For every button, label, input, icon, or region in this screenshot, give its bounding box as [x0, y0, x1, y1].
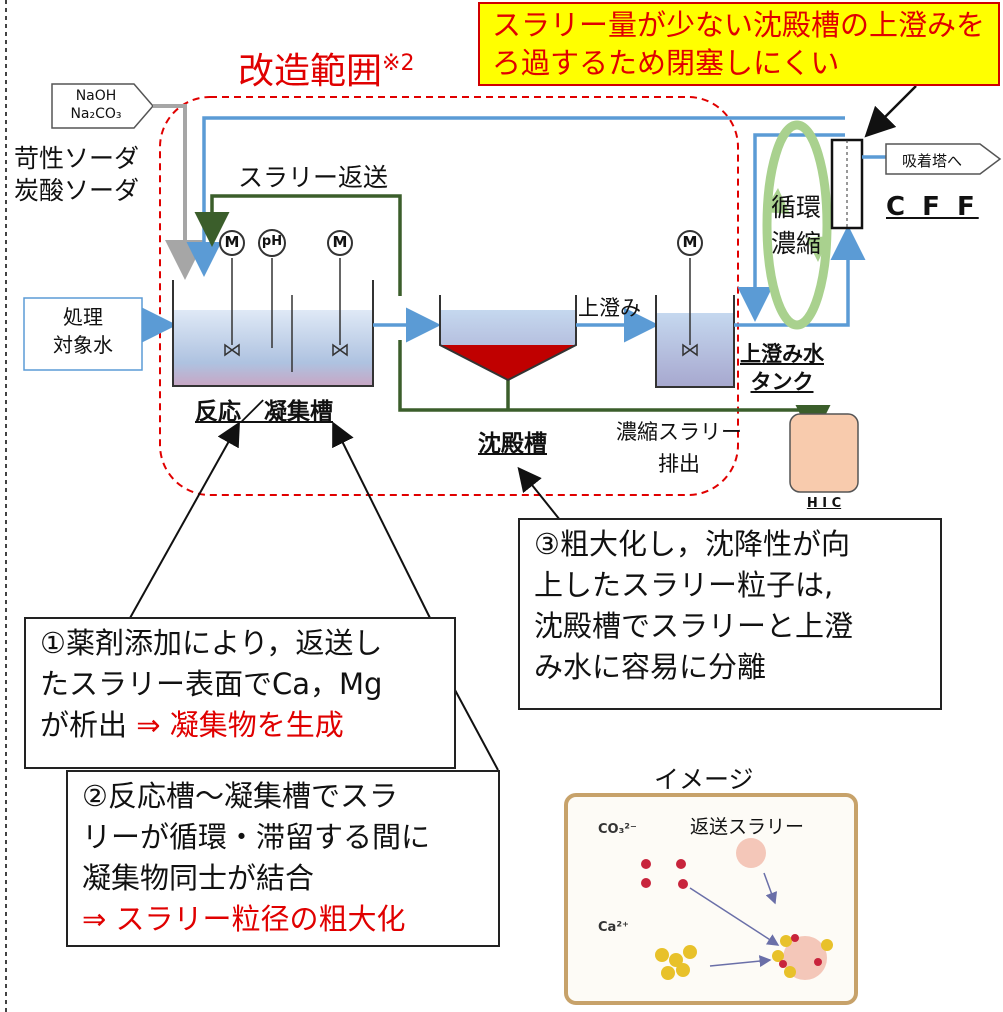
hic-container [789, 413, 859, 493]
motor-icon [219, 230, 245, 256]
circulation-label: 循環 濃縮 [771, 190, 821, 262]
caustic-soda-label: 苛性ソーダ [14, 144, 140, 173]
cff-note-box: スラリー量が少ない沈殿槽の上澄みを ろ過するため閉塞しにくい [478, 2, 1000, 86]
adsorption-outlet-box [885, 143, 1002, 175]
motor-label: M [332, 233, 348, 251]
ph-label: pH [261, 234, 283, 249]
callout-highlight: ⇒ 凝集物を生成 [136, 708, 344, 742]
callout-separation: ③粗大化し，沈降性が向 上したスラリー粒子は, 沈殿槽でスラリーと上澄 み水に容… [518, 518, 942, 710]
circulation-feed-pipe [734, 225, 866, 327]
callout2-pointer [454, 689, 499, 771]
modification-scope-title: 改造範囲※2 [238, 42, 414, 94]
callout3-pointer [517, 466, 561, 521]
callout-line: リーが循環・滞留する間に [82, 820, 431, 854]
chemical-feed-box [51, 83, 154, 129]
supernatant-tank-label: 上澄み水 タンク [740, 340, 824, 396]
image-panel [564, 793, 858, 1005]
filtrate-return-pipe [186, 116, 845, 277]
cff-note-pointer [864, 85, 917, 138]
image-panel-title: イメージ [654, 765, 754, 794]
cff-label: C F F [886, 192, 979, 222]
supernatant-label: 上澄み [578, 296, 641, 320]
circulation-label-line: 循環 [771, 193, 822, 222]
chemical-pipe [153, 104, 205, 280]
agitator-icon [332, 343, 348, 357]
reaction-tank-label: 反応／凝集槽 [195, 399, 333, 425]
callout1-pointer [332, 421, 431, 619]
concentrated-slurry-label-line: 排出 [658, 452, 700, 476]
settling-tank-label: 沈殿槽 [478, 431, 547, 457]
callout-line: 凝集物同士が結合 [82, 861, 315, 895]
modification-scope-boundary [159, 96, 739, 496]
callout-text: が析出 [40, 708, 128, 742]
callout1-pointer [129, 421, 240, 619]
callout-line: ③粗大化し，沈降性が向 [534, 527, 850, 561]
cff-note-line: ろ過するため閉塞しにくい [492, 46, 840, 80]
na2co3-formula: Na₂CO₃ [70, 106, 122, 122]
adsorption-tower-label: 吸着塔へ [902, 152, 963, 170]
motor-icon [327, 230, 353, 256]
hic-label: H I C [806, 496, 842, 511]
callout-chemical-addition: ①薬剤添加により，返送し たスラリー表面でCa，Mg が析出 ⇒ 凝集物を生成 [24, 617, 456, 769]
slurry-return-label: スラリー返送 [238, 163, 389, 192]
circulation-label-line: 濃縮 [771, 229, 822, 258]
callout-particle-growth: ②反応槽～凝集槽でスラ リーが循環・滞留する間に 凝集物同士が結合 ⇒ スラリー… [66, 770, 500, 947]
callout-line: たスラリー表面でCa，Mg [40, 667, 383, 701]
slurry-return-pipe [194, 194, 402, 296]
calcium-ion-label: Ca²⁺ [598, 920, 629, 935]
cff-note-line: スラリー量が少ない沈殿槽の上澄みを [492, 8, 986, 42]
callout-line: 上したスラリー粒子は, [534, 568, 834, 602]
callout-line: ②反応槽～凝集槽でスラ [82, 779, 398, 813]
slurry-underflow-pipe [398, 340, 508, 412]
modification-scope-label: 改造範囲 [238, 51, 383, 92]
callout-line: 沈殿槽でスラリーと上澄 [534, 609, 854, 643]
agitator-icon [224, 343, 240, 357]
influent-label: 処理 対象水 [24, 303, 142, 359]
influent-label-line: 対象水 [53, 333, 113, 357]
circulation-loop-arrow [762, 120, 832, 330]
chemical-formula: NaOH Na₂CO₃ [58, 87, 134, 123]
influent-label-line: 処理 [63, 305, 103, 329]
supernatant-tank-label-line: 上澄み水 [740, 342, 824, 366]
return-slurry-label: 返送スラリー [690, 816, 805, 838]
supernatant-tank-label-line: タンク [750, 370, 814, 394]
callout-highlight: ⇒ スラリー粒径の粗大化 [82, 902, 406, 936]
motor-icon [677, 230, 703, 256]
soda-ash-label: 炭酸ソーダ [14, 176, 140, 205]
callout-line: ①薬剤添加により，返送し [40, 626, 383, 660]
settling-tank-wall [439, 295, 577, 382]
modification-scope-note: ※2 [382, 51, 415, 76]
supernatant-tank-water [656, 313, 734, 387]
supernatant-tank-wall [655, 295, 735, 388]
ph-sensor-icon [258, 229, 286, 257]
concentrated-slurry-label-line: 濃縮スラリー [616, 420, 742, 444]
sludge-layer [440, 345, 576, 380]
motor-label: M [682, 233, 698, 251]
naoh-formula: NaOH [75, 88, 117, 104]
concentrated-slurry-label: 濃縮スラリー 排出 [604, 416, 754, 480]
callout-line: が析出 ⇒ 凝集物を生成 [40, 705, 440, 746]
callout-line: み水に容易に分離 [534, 650, 767, 684]
reaction-tank-wall [172, 280, 374, 387]
chemical-names: 苛性ソーダ 炭酸ソーダ [14, 143, 139, 207]
carbonate-ion-label: CO₃²⁻ [598, 822, 637, 837]
motor-label: M [224, 233, 240, 251]
agitator-icon [682, 343, 698, 357]
